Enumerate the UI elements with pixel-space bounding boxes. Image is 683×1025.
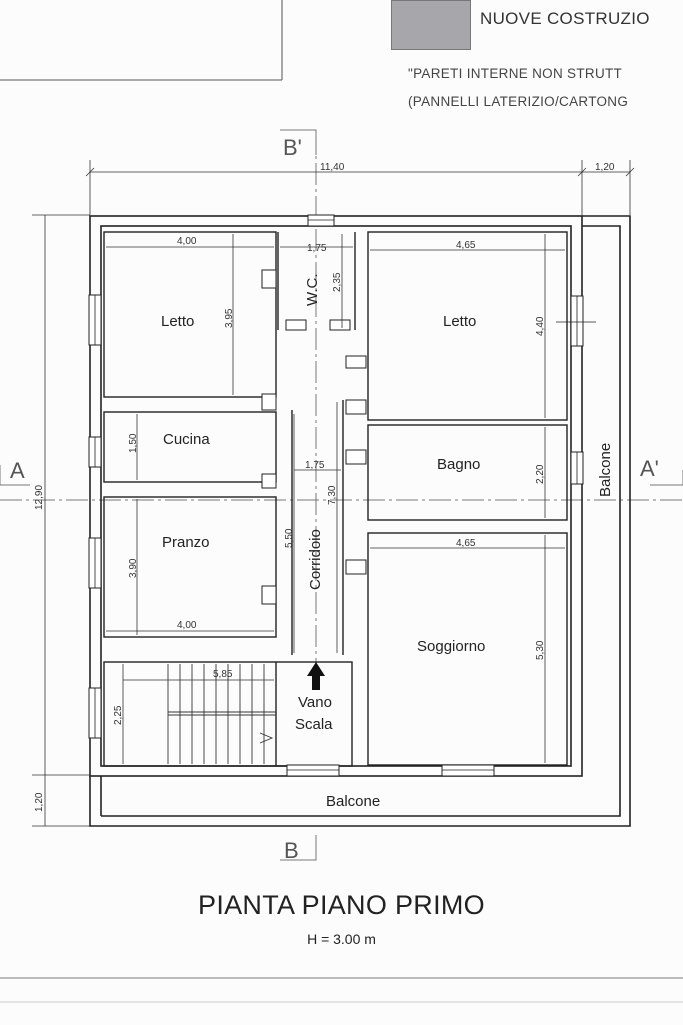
room-label-vano: Vano [298,694,332,711]
dim-cucina-height: 1,50 [128,433,139,453]
section-label-a: A [10,458,25,483]
dim-balcony-width: 1,20 [595,162,615,173]
plan-height-note: H = 3.00 m [307,931,376,947]
interior-walls [103,231,568,767]
sheet-bottom-rules [0,977,683,1003]
room-label-scala: Scala [295,716,333,733]
dim-corridoio-length-2: 5,50 [284,528,295,548]
room-label-letto: Letto [161,313,194,330]
room-label-balcone-right: Balcone [597,443,614,497]
plan-title: PIANTA PIANO PRIMO [198,890,485,920]
room-label-balcone-bottom: Balcone [326,793,380,810]
dim-wc-height: 2,35 [332,272,343,292]
outer-walls [89,215,631,827]
dim-letto2-height: 4,40 [535,316,546,336]
section-label-b: B [284,838,299,863]
sheet-frame [0,0,283,81]
dim-pranzo-width: 4,00 [177,620,197,631]
room-label-soggiorno: Soggiorno [417,638,485,655]
legend-note-line-1: "PARETI INTERNE NON STRUTT [408,66,623,81]
dim-scala-width: 5,85 [213,669,233,680]
section-label-a-prime: A' [640,456,659,481]
dim-overall-width: 11,40 [320,162,345,173]
dim-pranzo-height: 3,90 [128,558,139,578]
legend-note-line-2: (PANNELLI LATERIZIO/CARTONG [408,94,629,109]
room-label-cucina: Cucina [163,431,210,448]
room-label-pranzo: Pranzo [162,534,210,551]
section-line-a [0,465,683,501]
legend-swatch [391,0,471,50]
dimension-lines [32,160,635,827]
door-jambs [261,269,367,605]
dim-overall-height: 12,90 [34,485,45,510]
staircase [167,664,276,764]
room-label-letto-2: Letto [443,313,476,330]
dim-letto2-width: 4,65 [456,240,476,251]
legend-new-construction-label: NUOVE COSTRUZIO [480,9,650,28]
section-label-b-prime: B' [283,135,302,160]
dim-corridoio-length: 7,30 [327,485,338,505]
room-dimension-lines [106,234,565,764]
entrance-arrow-icon [307,662,325,690]
dim-wc-width: 1,75 [307,243,327,254]
dim-scala-height: 2,25 [113,705,124,725]
room-label-bagno: Bagno [437,456,480,473]
window-detail-lines [94,219,596,771]
dim-soggiorno-height: 5,30 [535,640,546,660]
dim-balcony-height: 1,20 [34,792,45,812]
section-line-b [280,129,317,861]
dim-letto1-width: 4,00 [177,236,197,247]
room-label-wc: W.C. [304,274,321,307]
dim-bagno-height: 2,20 [535,464,546,484]
dim-corridoio-width: 1,75 [305,460,325,471]
room-label-corridoio: Corridoio [307,529,324,590]
dim-letto1-height: 3,95 [224,308,235,328]
dim-soggiorno-width: 4,65 [456,538,476,549]
